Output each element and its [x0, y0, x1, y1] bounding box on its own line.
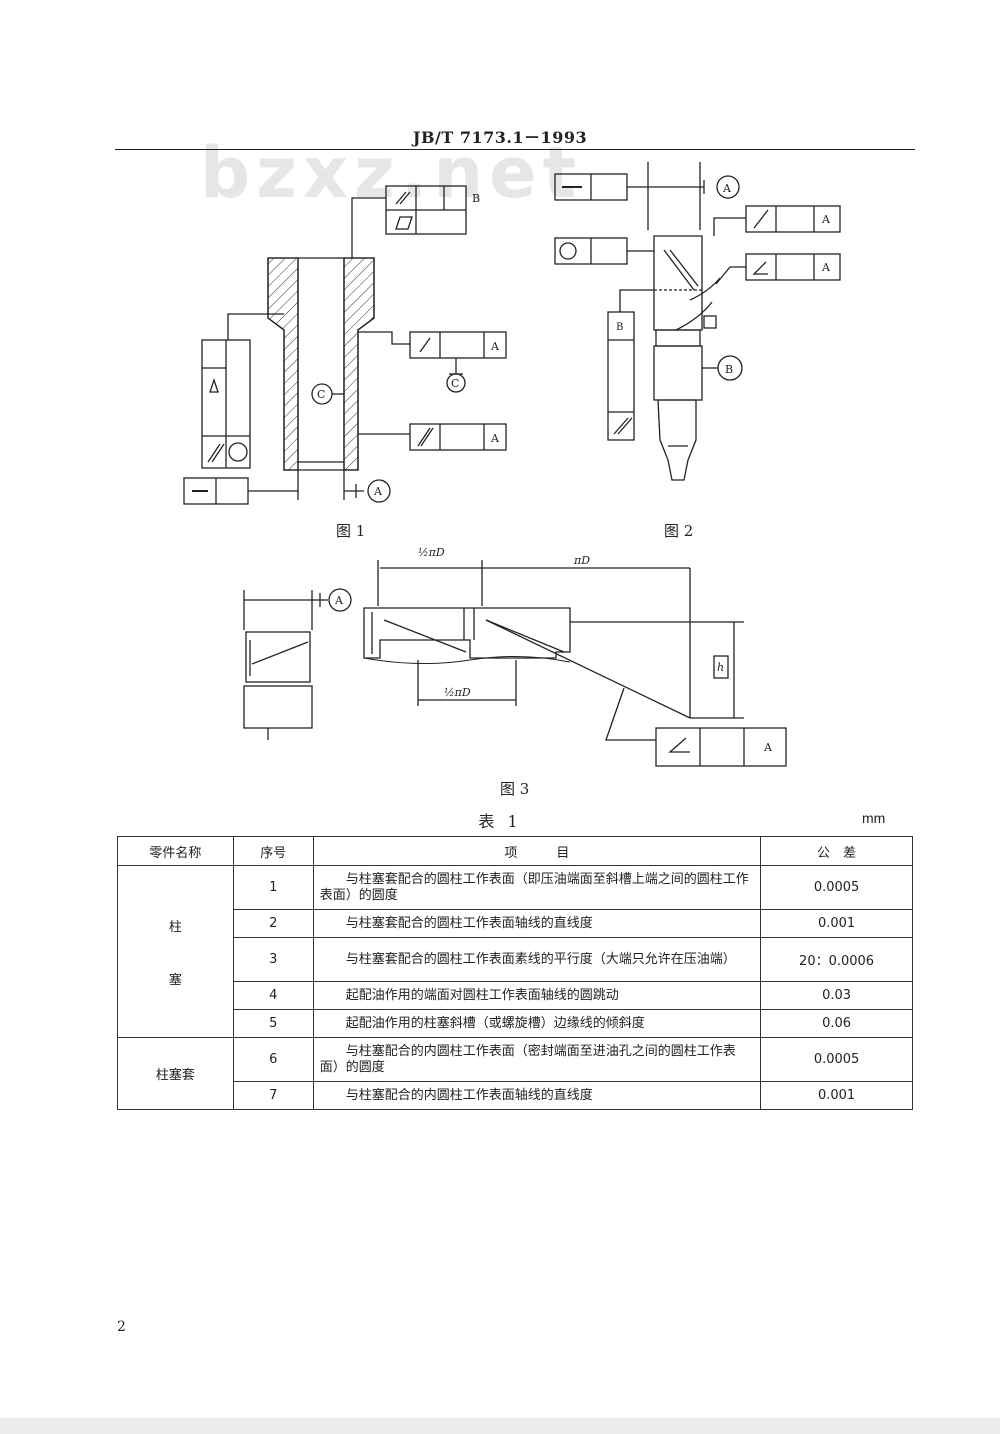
row-item: 与柱塞套配合的圆柱工作表面轴线的直线度 [312, 909, 762, 938]
fig3-dim-h: h [717, 661, 724, 674]
figure-1-caption: 图 1 [336, 522, 366, 540]
row-item: 起配油作用的柱塞斜槽（或螺旋槽）边缘线的倾斜度 [312, 1009, 762, 1038]
row-number: 6 [232, 1037, 314, 1082]
header-tolerance: 公 差 [760, 836, 913, 866]
standard-number-header: JB/T 7173.1－1993 [412, 128, 588, 147]
fig3-dim-half-bottom: ½πD [444, 686, 471, 699]
table-row: 柱塞套 6 与柱塞配合的内圆柱工作表面（密封端面至进油孔之间的圆柱工作表面）的圆… [117, 1037, 913, 1110]
figures-drawing: B A C A A C [183, 162, 841, 767]
header-number: 序号 [232, 836, 314, 866]
fig2-datum-label: B [616, 322, 623, 333]
header-part-name: 零件名称 [117, 836, 234, 866]
row-item: 与柱塞套配合的圆柱工作表面素线的平行度（大端只允许在压油端） [312, 937, 762, 982]
figure-2-caption: 图 2 [664, 522, 694, 540]
fig1-datum-label: B [472, 192, 480, 205]
row-tolerance: 0.0005 [760, 865, 913, 910]
fig3-dim-full: πD [573, 554, 590, 567]
table-caption: 表 1 [478, 812, 522, 831]
row-item: 与柱塞配合的内圆柱工作表面轴线的直线度 [312, 1081, 762, 1110]
table-row: 4 起配油作用的端面对圆柱工作表面轴线的圆跳动 0.03 [118, 981, 913, 1010]
row-item: 与柱塞套配合的圆柱工作表面（即压油端面至斜槽上端之间的圆柱工作表面）的圆度 [312, 865, 762, 910]
fig1-datum-label: A [373, 485, 383, 498]
table-header-row: 零件名称 序号 项 目 公 差 [117, 836, 913, 866]
row-number: 5 [232, 1009, 314, 1038]
fig2-datum-label: A [821, 213, 831, 226]
fig3-datum-label: A [334, 594, 344, 607]
figure-2-labels: A A A B B [616, 182, 831, 376]
fig3-frame-datum-label: A [763, 741, 773, 754]
part-name-plunger: 柱 塞 [117, 865, 234, 1038]
watermark: bzxz.net [200, 132, 583, 214]
fig2-datum-label: A [722, 182, 732, 195]
row-tolerance: 0.001 [760, 909, 913, 938]
page-number: 2 [117, 1319, 126, 1335]
fig1-datum-label: A [490, 432, 500, 445]
row-item: 起配油作用的端面对圆柱工作表面轴线的圆跳动 [312, 981, 762, 1010]
row-tolerance: 0.0005 [760, 1037, 913, 1082]
tolerance-table: 零件名称 序号 项 目 公 差 柱 塞 1 与柱塞套配合的圆柱工作表面（即压油端… [117, 836, 913, 1110]
header-item: 项 目 [312, 836, 762, 866]
table-row: 3 与柱塞套配合的圆柱工作表面素线的平行度（大端只允许在压油端） 20：0.00… [118, 937, 913, 982]
row-number: 3 [232, 937, 314, 982]
table-row: 柱 塞 1 与柱塞套配合的圆柱工作表面（即压油端面至斜槽上端之间的圆柱工作表面）… [117, 865, 913, 1038]
row-number: 2 [232, 909, 314, 938]
fig1-datum-label: C [317, 388, 325, 401]
fig2-datum-label: A [821, 261, 831, 274]
row-number: 4 [232, 981, 314, 1010]
row-tolerance: 0.06 [760, 1009, 913, 1038]
figure-1-drawing [183, 185, 507, 505]
table-unit: mm [862, 810, 886, 826]
table-row: 7 与柱塞配合的内圆柱工作表面轴线的直线度 0.001 [118, 1081, 913, 1110]
fig1-datum-label: A [490, 340, 500, 353]
fig2-datum-label: B [725, 363, 733, 376]
table-row: 5 起配油作用的柱塞斜槽（或螺旋槽）边缘线的倾斜度 0.06 [118, 1009, 913, 1038]
row-tolerance: 20：0.0006 [760, 937, 913, 982]
row-tolerance: 0.001 [760, 1081, 913, 1110]
figure-3-drawing [243, 560, 787, 767]
viewer-bottom-strip [0, 1418, 1000, 1434]
figure-2-drawing [554, 162, 841, 481]
header-rule [115, 149, 915, 150]
part-name-barrel: 柱塞套 [117, 1037, 234, 1110]
figure-3-labels: ½πD πD ½πD h [418, 546, 724, 699]
row-item: 与柱塞配合的内圆柱工作表面（密封端面至进油孔之间的圆柱工作表面）的圆度 [312, 1037, 762, 1082]
table-row: 2 与柱塞套配合的圆柱工作表面轴线的直线度 0.001 [118, 909, 913, 938]
fig3-dim-half-top: ½πD [418, 546, 445, 559]
row-number: 7 [232, 1081, 314, 1110]
fig1-datum-label: C [451, 377, 459, 390]
row-tolerance: 0.03 [760, 981, 913, 1010]
figure-1-labels: B A C A A C [317, 192, 500, 498]
figure-3-caption: 图 3 [500, 780, 530, 798]
row-number: 1 [232, 865, 314, 910]
